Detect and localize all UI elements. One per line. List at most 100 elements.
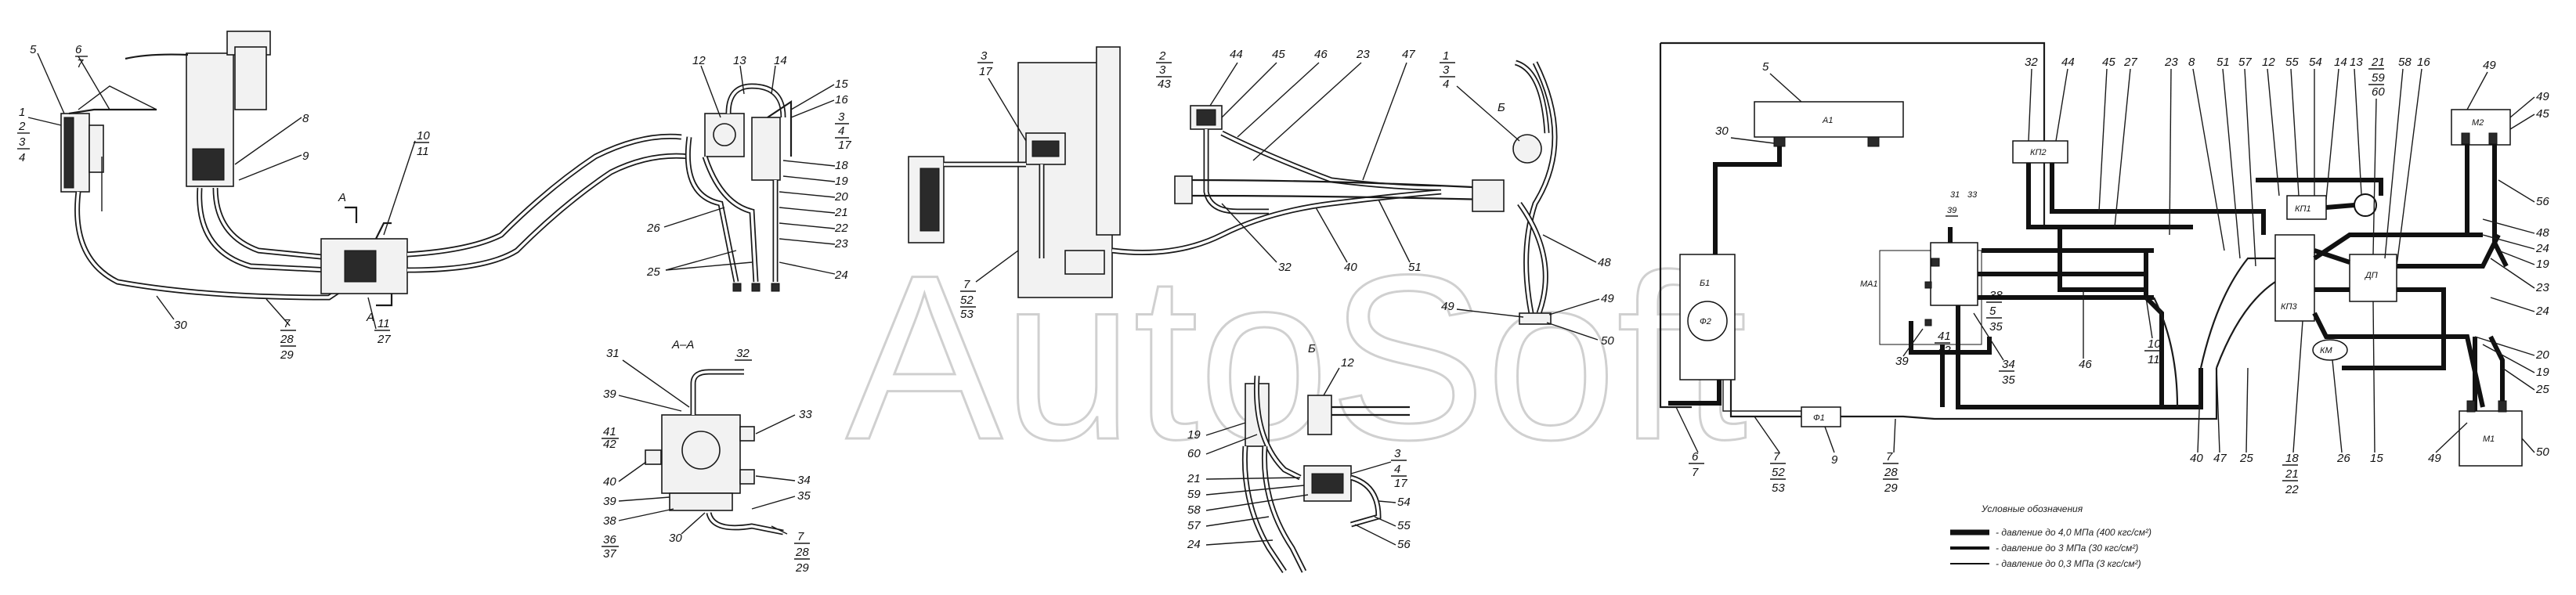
callout: 21: [1187, 472, 1201, 485]
callout: 13: [733, 54, 746, 67]
ma1-valve: [1930, 242, 1978, 306]
callout: 58: [1187, 503, 1201, 517]
legend: Условные обозначения - давление до 4,0 М…: [1950, 503, 2151, 569]
callout: 15: [835, 78, 848, 91]
b-callouts: 12 19 60 3 4 17 21 59 58 57 24 54 55 56: [1187, 356, 1411, 551]
mid-tube: [1190, 178, 1489, 189]
callout: 49: [2536, 90, 2549, 103]
callout: 38: [1989, 289, 2003, 302]
callout: 3: [1443, 63, 1450, 77]
callout: 19: [2536, 258, 2549, 271]
callout: 25: [646, 265, 660, 279]
block-kp3: [2274, 234, 2315, 322]
callout: 33: [799, 408, 812, 421]
legend-title: Условные обозначения: [1981, 503, 2083, 514]
callout: 12: [1341, 356, 1354, 370]
callout: 7: [1773, 450, 1780, 463]
callout: 55: [1397, 519, 1411, 532]
callout: 48: [2536, 226, 2549, 240]
callout: 16: [835, 93, 848, 106]
callout: 3: [1159, 63, 1166, 77]
callout: 3: [19, 135, 26, 149]
valve-block-2: [751, 117, 781, 181]
schema-callouts: 32 44 45 27 23 8 51 57 12 55 54 14 13 21…: [1675, 56, 2549, 496]
callout: 59: [1187, 488, 1201, 501]
callout: 37: [603, 547, 616, 561]
callout: 16: [2417, 56, 2430, 69]
callout: 27: [2123, 56, 2137, 69]
callout: 4: [19, 151, 25, 164]
mid-callouts: 3 17 2 3 43 44 45 46 23 47 1 3 4 7 52 53…: [960, 48, 1614, 348]
b-valve: [1307, 395, 1332, 435]
callout: 42: [1938, 344, 1951, 357]
tank-pipe: [125, 53, 189, 60]
pump-block-dark: [63, 117, 74, 189]
section-mark-top: А: [338, 191, 346, 204]
callout: 51: [2217, 56, 2230, 69]
distributor-core: [344, 250, 377, 283]
callout: 35: [2002, 373, 2015, 387]
callout: 4: [1443, 78, 1449, 91]
callout: 4: [1394, 463, 1400, 476]
callout: 42: [603, 438, 616, 451]
callout: 18: [2285, 452, 2299, 465]
lever-arm: [78, 85, 157, 110]
callout: 17: [1394, 477, 1407, 490]
callout: 24: [1187, 538, 1201, 551]
callout: 45: [1272, 48, 1285, 61]
mid-lower-unit: [1064, 250, 1105, 275]
callout: 38: [603, 514, 616, 528]
callout: 8: [2188, 56, 2195, 69]
valve-callouts: 12 13 14 15 16 3 4 17 18 19 20 21 22 23 …: [646, 54, 851, 282]
callout: 23: [834, 237, 848, 251]
callout: 23: [2535, 281, 2549, 294]
mid-engine-side: [1096, 46, 1121, 236]
left-callouts: 5 6 7 1 2 3 4 8 9 10 11 30 7 28 29 11 27: [17, 43, 430, 362]
callout: 53: [960, 308, 974, 321]
callout: 40: [1344, 261, 1357, 274]
callout: 6: [75, 43, 82, 56]
b-tubes: [1331, 406, 1410, 416]
callout: 45: [2536, 107, 2549, 121]
callout: 52: [960, 294, 974, 307]
callout: 49: [2483, 59, 2496, 72]
callout: 29: [280, 348, 294, 362]
callout: 35: [1989, 320, 2003, 334]
block-km: [2312, 339, 2348, 361]
callout: 44: [2061, 56, 2075, 69]
callout: 56: [1397, 538, 1411, 551]
aa-bore: [681, 431, 721, 470]
mid-base: [1519, 312, 1552, 325]
block-kp2: [2012, 140, 2068, 164]
callout: 57: [2238, 56, 2252, 69]
aa-port-40: [645, 449, 662, 465]
block-kp2-label: КП2: [2030, 148, 2047, 157]
callout: 40: [2190, 452, 2203, 465]
callout: 54: [2309, 56, 2322, 69]
callout: 26: [646, 222, 660, 235]
callout: 44: [1230, 48, 1243, 61]
callout: 3: [981, 49, 988, 63]
callout: 49: [2428, 452, 2441, 465]
middle-assembly: [908, 46, 1558, 325]
callout: 15: [2370, 452, 2383, 465]
callout: 22: [834, 222, 848, 235]
callout: 27: [377, 333, 391, 346]
callout: 20: [834, 190, 848, 204]
callout: 39: [603, 388, 616, 401]
callout: 17: [838, 139, 851, 152]
callout: 4: [838, 124, 844, 138]
callout: 32: [2025, 56, 2038, 69]
block-kp1-label: КП1: [2295, 204, 2311, 214]
valve-assembly: [685, 83, 793, 292]
callout: 24: [2535, 305, 2549, 318]
mid-wheel-hub: [1512, 134, 1542, 164]
lever: [68, 108, 157, 115]
tank-bottom: [192, 148, 225, 181]
callout: 59: [2372, 71, 2385, 85]
line-f1-out: [1841, 368, 2218, 420]
section-aa: А–А: [645, 338, 784, 536]
filter: [234, 46, 267, 110]
callout: 14: [2334, 56, 2347, 69]
